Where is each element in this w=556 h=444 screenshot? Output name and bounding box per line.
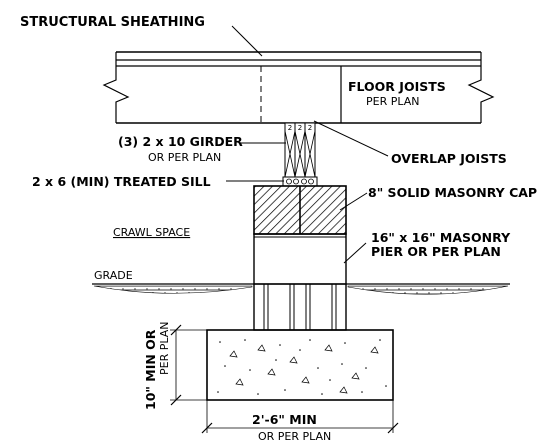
label-overlap-joists: OVERLAP JOISTS (391, 151, 507, 166)
label-treated-sill: 2 x 6 (MIN) TREATED SILL (32, 174, 211, 189)
girder-ply-label: 2 (298, 124, 302, 132)
label-grade: GRADE (94, 269, 133, 282)
break-line-right (467, 52, 495, 123)
label-footing-width: 2'-6" MIN (252, 412, 317, 427)
break-line-left (102, 52, 130, 123)
depth-dimension (170, 324, 207, 406)
floor-system (102, 51, 495, 124)
leader-lines (226, 25, 389, 264)
label-crawl-space: CRAWL SPACE (113, 226, 190, 239)
concrete-footing (206, 329, 394, 401)
label-footing-width-sub: OR PER PLAN (258, 430, 331, 443)
leader-sheathing (231, 25, 263, 57)
leader-pier (343, 242, 367, 264)
label-floor-joists: FLOOR JOISTS (348, 79, 446, 94)
width-dimension (201, 400, 399, 434)
treated-sill (282, 176, 318, 187)
girder: 2 2 2 (284, 122, 316, 178)
masonry-cap (253, 185, 347, 235)
label-pier-line2: PIER OR PER PLAN (371, 244, 501, 259)
grade-earth (92, 283, 510, 295)
label-masonry-cap: 8" SOLID MASONRY CAP (368, 185, 537, 200)
masonry-pier (253, 233, 347, 331)
leader-cap (339, 192, 368, 211)
leader-overlap (313, 120, 389, 157)
label-floor-joists-sub: PER PLAN (366, 95, 420, 108)
girder-ply-label: 2 (288, 124, 292, 132)
label-girder: (3) 2 x 10 GIRDER (118, 134, 243, 149)
label-footing-depth: 10" MIN OR (143, 329, 158, 410)
label-structural-sheathing: STRUCTURAL SHEATHING (20, 15, 205, 30)
sand-dots (217, 339, 387, 395)
label-footing-depth-sub: PER PLAN (158, 322, 171, 376)
label-girder-sub: OR PER PLAN (148, 151, 221, 164)
girder-ply-label: 2 (308, 124, 312, 132)
aggregate-marks (229, 344, 379, 394)
label-pier-line1: 16" x 16" MASONRY (371, 230, 511, 245)
